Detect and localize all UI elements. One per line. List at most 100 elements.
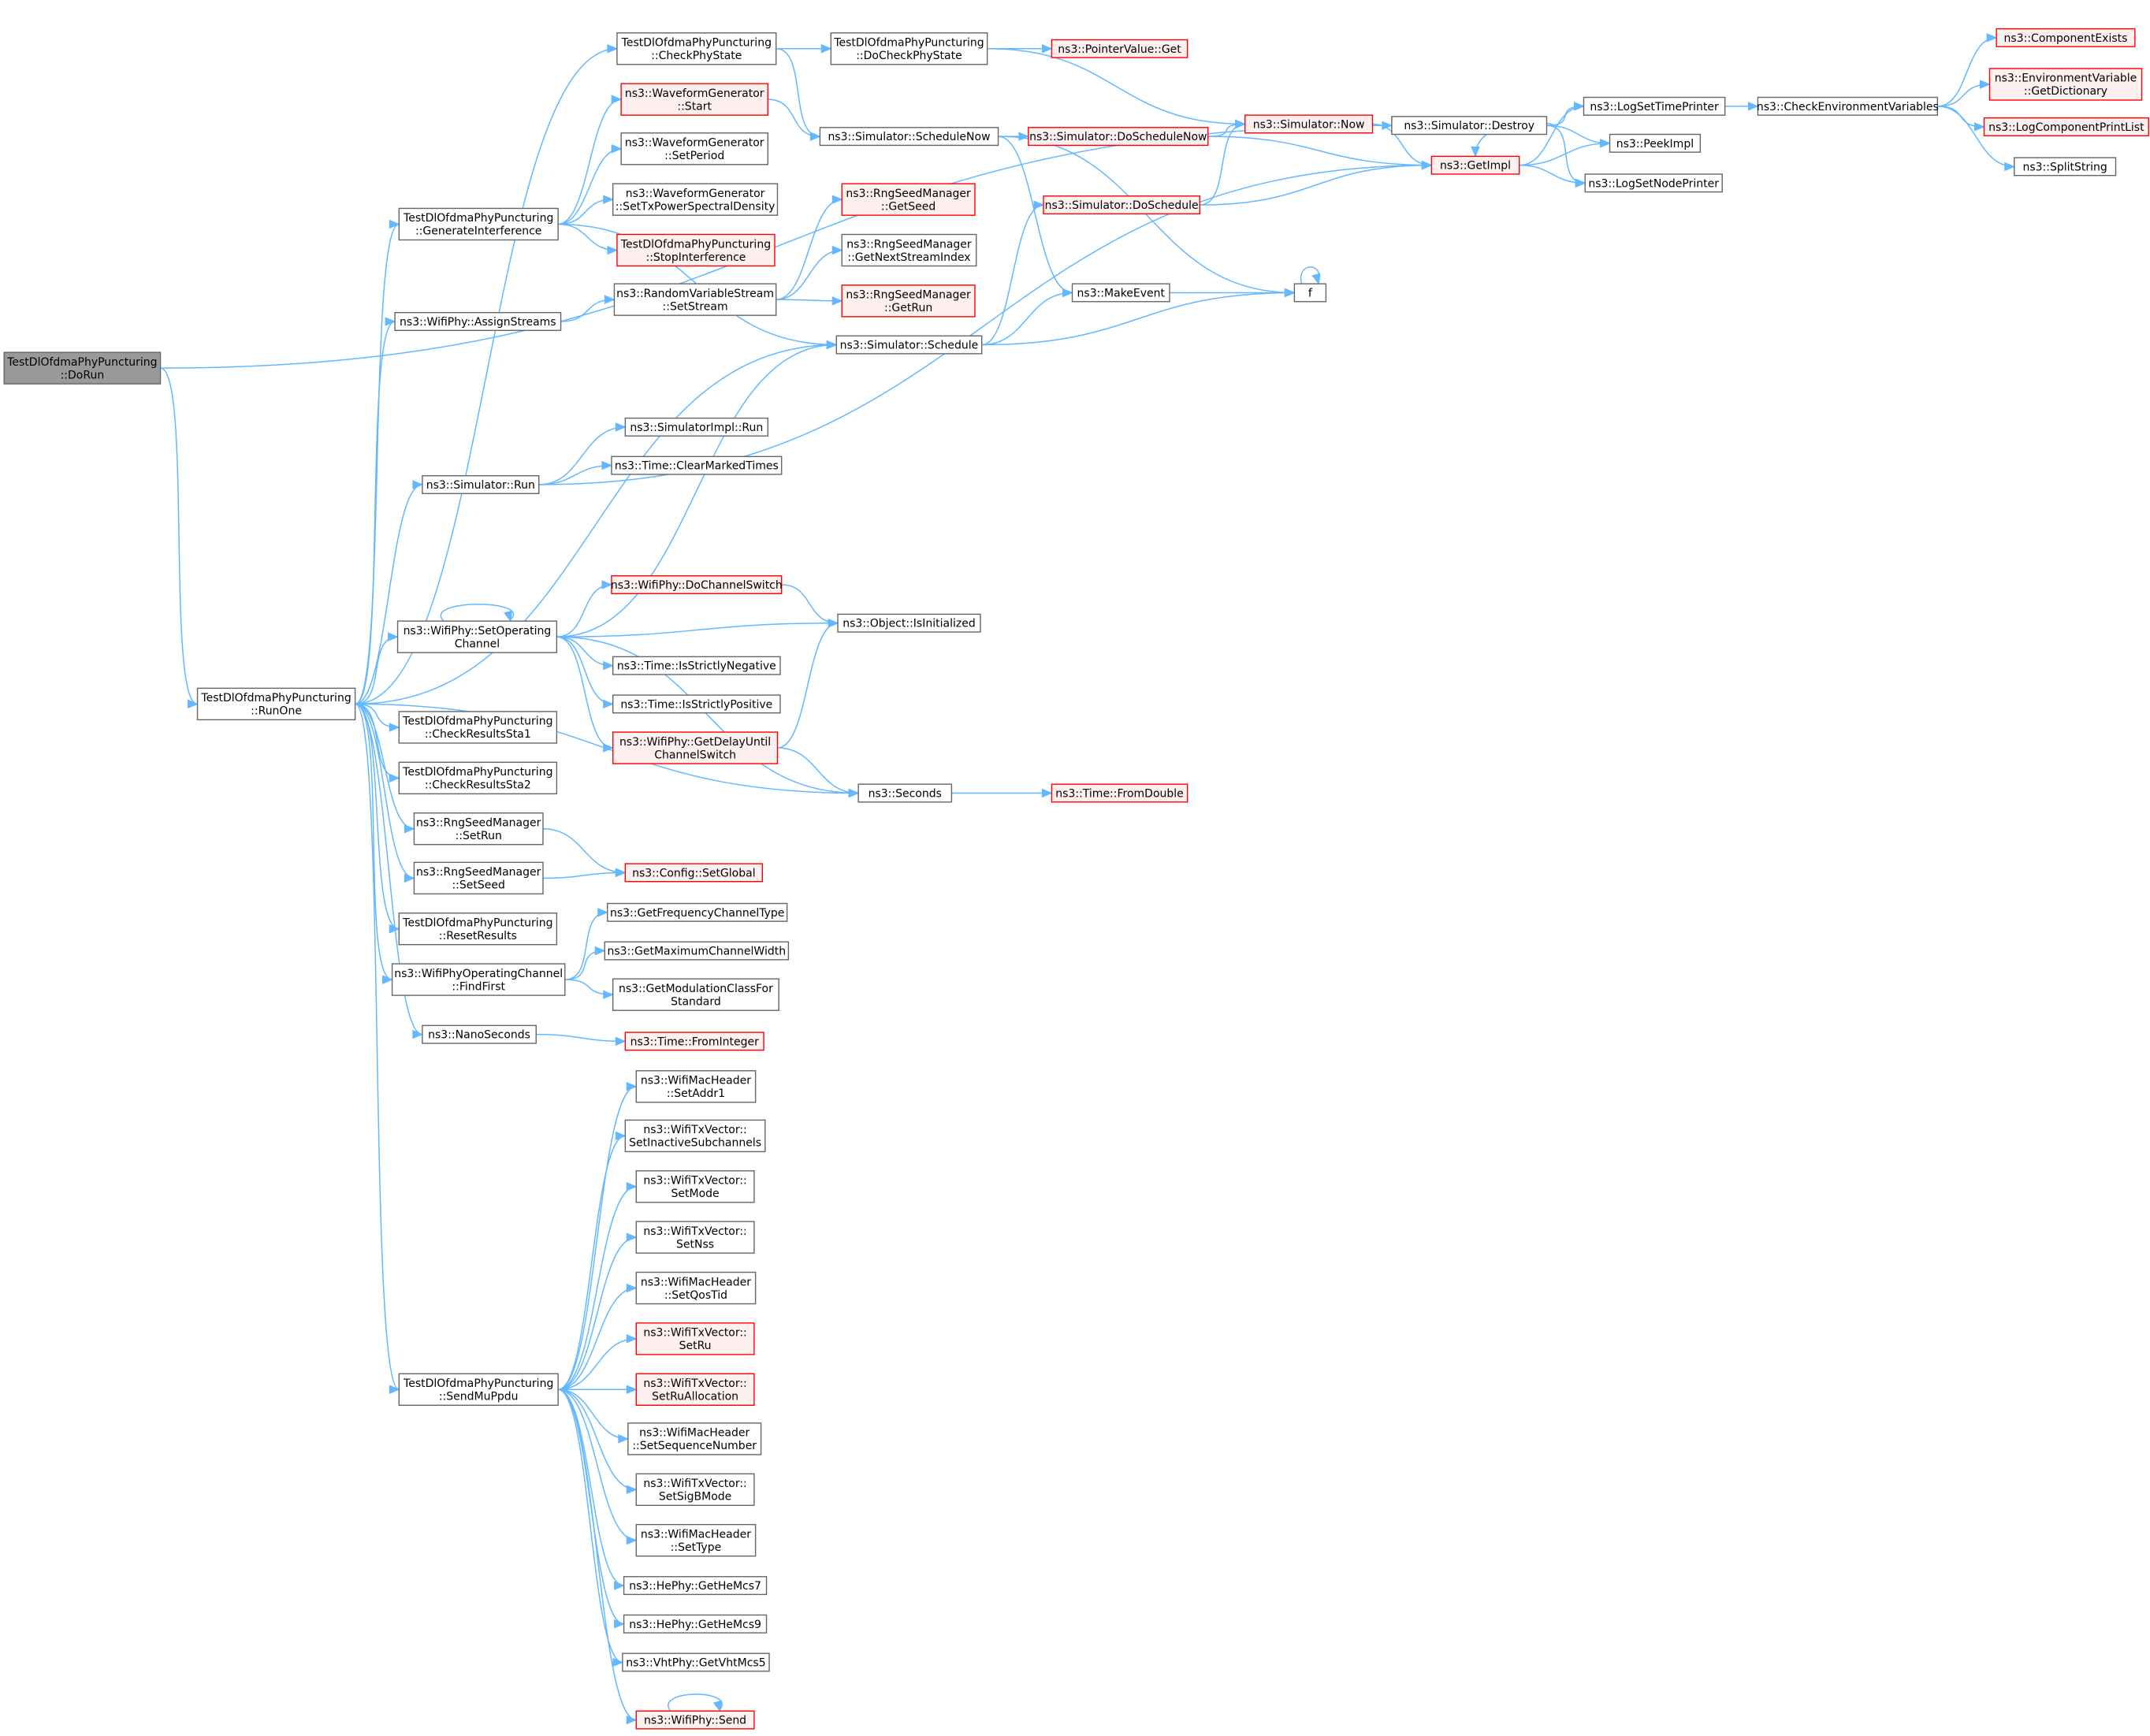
node-setRu[interactable]: ns3::WifiTxVector::SetRu <box>635 1322 755 1355</box>
node-assignStreams[interactable]: ns3::WifiPhy::AssignStreams <box>394 311 562 331</box>
node-logSetNode[interactable]: ns3::LogSetNodePrinter <box>1584 173 1723 193</box>
edge-line <box>1207 136 1432 166</box>
node-label: ns3::WaveformGenerator <box>625 137 764 150</box>
node-wifiSend[interactable]: ns3::WifiPhy::Send <box>635 1710 755 1730</box>
node-logSetTime[interactable]: ns3::LogSetTimePrinter <box>1583 96 1726 116</box>
edge-line <box>557 1135 626 1391</box>
node-setQosTid[interactable]: ns3::WifiMacHeader::SetQosTid <box>635 1271 757 1305</box>
node-stopInterf[interactable]: TestDlOfdmaPhyPuncturing::StopInterferen… <box>616 233 776 267</box>
node-simNow[interactable]: ns3::Simulator::Now <box>1244 114 1374 134</box>
node-resetResults[interactable]: TestDlOfdmaPhyPuncturing::ResetResults <box>398 913 558 946</box>
node-label: ns3::RngSeedManager <box>416 866 541 879</box>
node-box <box>394 311 562 331</box>
node-logCompPrint[interactable]: ns3::LogComponentPrintList <box>1983 117 2149 136</box>
node-seconds[interactable]: ns3::Seconds <box>857 783 953 803</box>
node-wfStart[interactable]: ns3::WaveformGenerator::Start <box>620 83 768 116</box>
edge-arrowhead <box>382 975 393 984</box>
edge-line <box>542 827 626 874</box>
node-simRun[interactable]: ns3::Simulator::Run <box>422 475 540 495</box>
node-makeEvent[interactable]: ns3::MakeEvent <box>1071 283 1170 303</box>
node-fromInteger[interactable]: ns3::Time::FromInteger <box>624 1032 764 1051</box>
edge-arrowhead <box>828 618 839 628</box>
node-doChSwitch[interactable]: ns3::WifiPhy::DoChannelSwitch <box>611 575 783 595</box>
edge-arrowhead <box>1284 288 1296 298</box>
node-setSigB[interactable]: ns3::WifiTxVector::SetSigBMode <box>635 1473 755 1506</box>
node-box <box>413 812 544 846</box>
node-fromDouble[interactable]: ns3::Time::FromDouble <box>1051 783 1188 803</box>
edge-sendMuPpdu-setAddr1 <box>557 1082 638 1391</box>
node-heMcs7[interactable]: ns3::HePhy::GetHeMcs7 <box>623 1576 768 1596</box>
node-isStrictPos[interactable]: ns3::Time::IsStrictlyPositive <box>612 694 781 714</box>
edge-setOpCh-isStrictNeg <box>556 636 614 671</box>
edge-arrowhead <box>1311 273 1321 285</box>
edge-line <box>1519 106 1584 166</box>
node-label: ns3::RngSeedManager <box>846 238 972 251</box>
node-nanoSeconds[interactable]: ns3::NanoSeconds <box>422 1024 537 1044</box>
node-label: ns3::GetFrequencyChannelType <box>610 907 784 920</box>
edge-getImpl-logSetNode <box>1519 164 1586 188</box>
node-configSetGlobal[interactable]: ns3::Config::SetGlobal <box>624 863 764 883</box>
edge-line <box>542 872 626 879</box>
edge-arrowhead <box>1041 788 1053 798</box>
node-wfSetTx[interactable]: ns3::WaveformGenerator::SetTxPowerSpectr… <box>612 183 779 216</box>
node-peekImpl[interactable]: ns3::PeekImpl <box>1609 133 1702 153</box>
node-setRuAlloc[interactable]: ns3::WifiTxVector::SetRuAllocation <box>635 1373 755 1406</box>
node-checkSta2[interactable]: TestDlOfdmaPhyPuncturing::CheckResultsSt… <box>398 761 558 795</box>
node-simSchedule[interactable]: ns3::Simulator::Schedule <box>835 335 983 355</box>
node-doRun[interactable]: TestDlOfdmaPhyPuncturing::DoRun <box>3 351 162 385</box>
node-rngSetRun[interactable]: ns3::RngSeedManager::SetRun <box>413 812 544 846</box>
node-box <box>611 575 783 595</box>
node-schedNow[interactable]: ns3::Simulator::ScheduleNow <box>819 127 999 147</box>
node-isInit[interactable]: ns3::Object::IsInitialized <box>837 613 981 633</box>
node-compExists[interactable]: ns3::ComponentExists <box>1996 28 2136 47</box>
node-doCheckPhy[interactable]: TestDlOfdmaPhyPuncturing::DoCheckPhyStat… <box>830 32 988 65</box>
node-isStrictNeg[interactable]: ns3::Time::IsStrictlyNegative <box>612 656 781 675</box>
node-checkPhyState[interactable]: TestDlOfdmaPhyPuncturing::CheckPhyState <box>616 32 777 65</box>
node-label: ns3::Time::FromInteger <box>630 1035 759 1048</box>
node-vhtMcs5[interactable]: ns3::VhtPhy::GetVhtMcs5 <box>622 1652 770 1672</box>
node-heMcs9[interactable]: ns3::HePhy::GetHeMcs9 <box>623 1614 768 1634</box>
node-getFreqChType[interactable]: ns3::GetFrequencyChannelType <box>607 902 788 922</box>
node-getMaxChWidth[interactable]: ns3::GetMaximumChannelWidth <box>604 941 790 961</box>
node-checkSta1[interactable]: TestDlOfdmaPhyPuncturing::CheckResultsSt… <box>398 711 558 744</box>
node-envGetDict[interactable]: ns3::EnvironmentVariable::GetDictionary <box>1988 68 2143 101</box>
node-splitString[interactable]: ns3::SplitString <box>2014 157 2117 177</box>
edge-doSchedule-getImpl <box>1200 160 1433 206</box>
node-box <box>613 283 777 316</box>
node-sendMuPpdu[interactable]: TestDlOfdmaPhyPuncturing::SendMuPpdu <box>398 1373 559 1406</box>
node-ptrGet[interactable]: ns3::PointerValue::Get <box>1051 39 1188 58</box>
node-rvsSetStream[interactable]: ns3::RandomVariableStream::SetStream <box>613 283 777 316</box>
edge-line <box>998 136 1073 294</box>
node-rngGetNext[interactable]: ns3::RngSeedManager::GetNextStreamIndex <box>841 233 977 267</box>
node-box <box>2014 157 2117 177</box>
node-setNss[interactable]: ns3::WifiTxVector::SetNss <box>635 1221 755 1254</box>
node-wfSetPeriod[interactable]: ns3::WaveformGenerator::SetPeriod <box>620 132 768 165</box>
edge-sendMuPpdu-setMode <box>558 1182 638 1391</box>
node-runOne[interactable]: TestDlOfdmaPhyPuncturing::RunOne <box>196 687 356 721</box>
node-rngGetSeed[interactable]: ns3::RngSeedManager::GetSeed <box>841 183 976 216</box>
node-setType[interactable]: ns3::WifiMacHeader::SetType <box>635 1523 757 1557</box>
edge-rngSetRun-configSetGlobal <box>542 827 627 878</box>
node-simImplRun[interactable]: ns3::SimulatorImpl::Run <box>624 417 768 437</box>
node-doSchedNow[interactable]: ns3::Simulator::DoScheduleNow <box>1028 127 1209 147</box>
node-checkEnv[interactable]: ns3::CheckEnvironmentVariables <box>1757 96 1939 116</box>
node-setMode[interactable]: ns3::WifiTxVector::SetMode <box>635 1170 755 1203</box>
node-getImpl[interactable]: ns3::GetImpl <box>1430 155 1520 175</box>
node-setSeqNum[interactable]: ns3::WifiMacHeader::SetSequenceNumber <box>627 1422 762 1455</box>
node-simDestroy[interactable]: ns3::Simulator::Destroy <box>1391 116 1548 136</box>
node-clearMarked[interactable]: ns3::Time::ClearMarkedTimes <box>611 455 783 475</box>
node-f[interactable]: f <box>1293 283 1327 303</box>
node-rngGetRun[interactable]: ns3::RngSeedManager::GetRun <box>841 284 976 318</box>
node-findFirst[interactable]: ns3::WifiPhyOperatingChannel::FindFirst <box>391 963 566 996</box>
node-label: ns3::WifiPhy::DoChannelSwitch <box>611 579 783 592</box>
node-rngSetSeed[interactable]: ns3::RngSeedManager::SetSeed <box>413 861 544 895</box>
node-doSchedule[interactable]: ns3::Simulator::DoSchedule <box>1043 195 1201 215</box>
node-label: ::GetNextStreamIndex <box>847 251 970 264</box>
node-setAddr1[interactable]: ns3::WifiMacHeader::SetAddr1 <box>635 1070 757 1103</box>
node-genInterf[interactable]: TestDlOfdmaPhyPuncturing::GenerateInterf… <box>398 207 559 241</box>
node-setInactive[interactable]: ns3::WifiTxVector::SetInactiveSubchannel… <box>624 1119 766 1153</box>
edge-checkPhyState-schedNow <box>776 48 821 141</box>
